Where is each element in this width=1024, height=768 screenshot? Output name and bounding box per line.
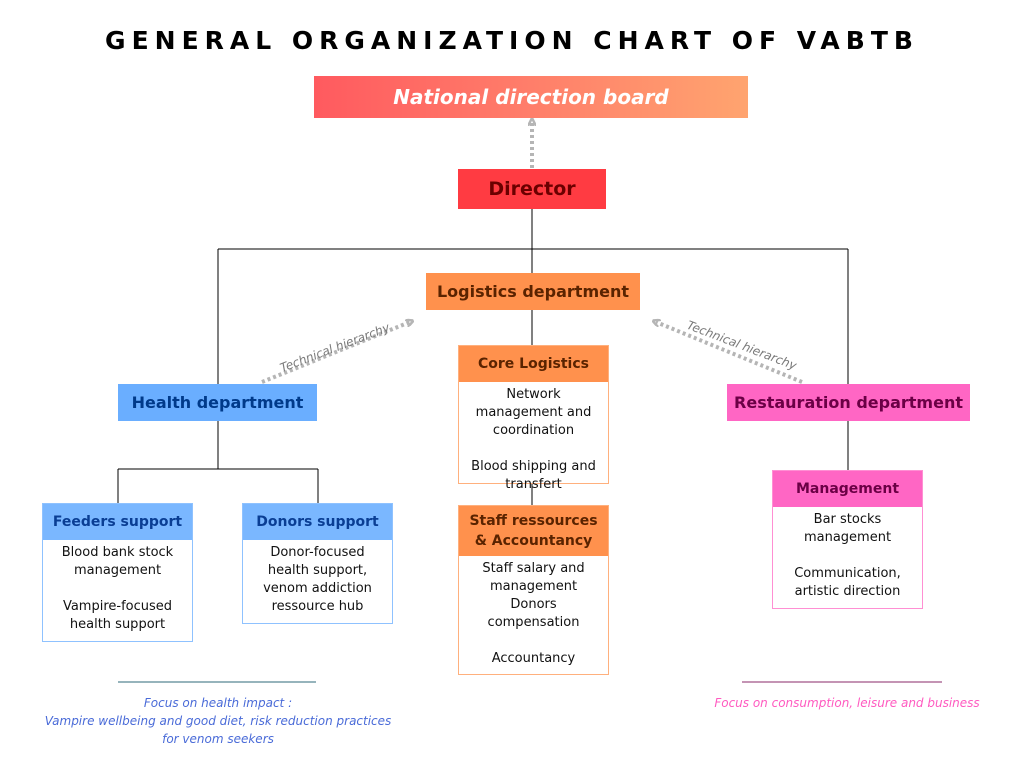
- page-title: GENERAL ORGANIZATION CHART OF VABTB: [105, 26, 919, 55]
- management-body: Bar stocks management Communication, art…: [773, 507, 922, 605]
- feeders-support-card: Feeders support Blood bank stock managem…: [42, 503, 193, 642]
- staff-ressources-card: Staff ressources & Accountancy Staff sal…: [458, 505, 609, 675]
- feeders-support-header: Feeders support: [43, 504, 192, 540]
- staff-ressources-header: Staff ressources & Accountancy: [459, 506, 608, 556]
- logistics-department-box: Logistics department: [426, 273, 640, 310]
- national-direction-board: National direction board: [314, 76, 748, 118]
- staff-item: Staff salary and management: [482, 561, 585, 594]
- staff-ressources-body: Staff salary and management Donors compe…: [459, 556, 608, 672]
- restauration-department-box: Restauration department: [727, 384, 970, 421]
- core-logistics-item: Network management and coordination: [475, 387, 592, 438]
- focus-health-line: Vampire wellbeing and good diet, risk re…: [44, 714, 392, 728]
- core-logistics-body: Network management and coordination Bloo…: [459, 382, 608, 498]
- donors-support-body: Donor-focused health support, venom addi…: [243, 540, 392, 620]
- staff-item: Donors compensation: [487, 597, 580, 630]
- focus-health-line: Focus on health impact :: [143, 696, 293, 710]
- director-box: Director: [458, 169, 606, 209]
- arrow-health-to-logistics: [261, 322, 410, 384]
- focus-resto-note: Focus on consumption, leisure and busine…: [714, 696, 980, 710]
- management-header: Management: [773, 471, 922, 507]
- core-logistics-card: Core Logistics Network management and co…: [458, 345, 609, 492]
- donors-support-header: Donors support: [243, 504, 392, 540]
- management-item: Communication, artistic direction: [794, 566, 901, 599]
- feeders-item: Vampire-focused health support: [62, 599, 173, 632]
- staff-item: Accountancy: [491, 651, 576, 666]
- focus-health-line: for venom seekers: [162, 732, 274, 746]
- health-department-box: Health department: [118, 384, 317, 421]
- focus-health-note: Focus on health impact : Vampire wellbei…: [20, 694, 416, 748]
- feeders-item: Blood bank stock management: [61, 545, 174, 578]
- core-logistics-header: Core Logistics: [459, 346, 608, 382]
- management-item: Bar stocks management: [803, 512, 892, 545]
- core-logistics-item: Blood shipping and transfert: [471, 459, 596, 492]
- donors-support-card: Donors support Donor-focused health supp…: [242, 503, 393, 624]
- feeders-support-body: Blood bank stock management Vampire-focu…: [43, 540, 192, 638]
- donors-item: Donor-focused health support, venom addi…: [263, 545, 372, 614]
- management-card: Management Bar stocks management Communi…: [772, 470, 923, 609]
- arrow-resto-to-logistics: [656, 322, 803, 384]
